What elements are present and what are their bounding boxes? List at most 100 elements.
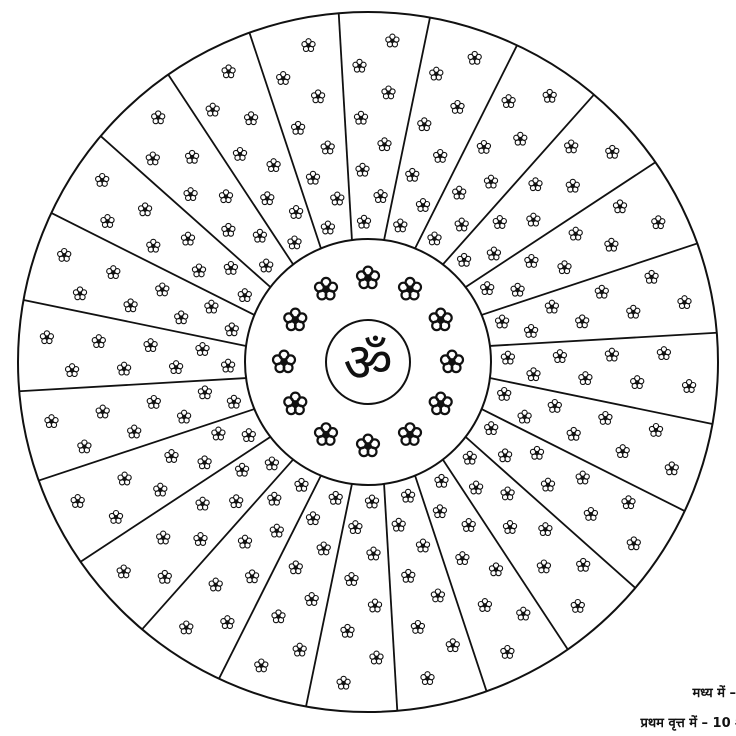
- flower-icon: [511, 283, 524, 296]
- flower-icon: [255, 659, 268, 672]
- caption-center: मध्य में –: [692, 683, 736, 701]
- flower-icon: [261, 192, 274, 205]
- flower-icon: [649, 424, 662, 437]
- flower-icon: [356, 163, 369, 176]
- flower-icon: [367, 547, 380, 560]
- flower-icon: [209, 578, 222, 591]
- flower-icon: [293, 643, 306, 656]
- flower-icon: [92, 335, 105, 348]
- segment-divider: [142, 460, 293, 630]
- flower-icon: [128, 425, 141, 438]
- flower-icon: [267, 159, 280, 172]
- flower-icon: [245, 112, 258, 125]
- flower-icon: [329, 491, 342, 504]
- flower-icon: [194, 533, 207, 546]
- segment-divider: [39, 409, 255, 480]
- flower-icon: [315, 278, 337, 300]
- flower-icon: [418, 118, 431, 131]
- flower-icon: [196, 343, 209, 356]
- flower-icon: [527, 368, 540, 381]
- flower-icon: [458, 253, 471, 266]
- flower-icon: [284, 309, 306, 331]
- flower-icon: [222, 65, 235, 78]
- flower-icon: [246, 570, 259, 583]
- flower-icon: [576, 315, 589, 328]
- flower-icon: [341, 624, 354, 637]
- flower-icon: [382, 86, 395, 99]
- flower-icon: [212, 427, 225, 440]
- flower-icon: [627, 305, 640, 318]
- flower-icon: [180, 621, 193, 634]
- flower-icon: [433, 505, 446, 518]
- flower-icon: [312, 90, 325, 103]
- flower-icon: [462, 519, 475, 532]
- flower-icon: [501, 351, 514, 364]
- flower-icon: [435, 474, 448, 487]
- flower-icon: [530, 446, 543, 459]
- flower-icon: [489, 563, 502, 576]
- flower-icon: [525, 254, 538, 267]
- flower-icon: [292, 121, 305, 134]
- flower-icon: [431, 589, 444, 602]
- flower-icon: [78, 440, 91, 453]
- flower-icon: [468, 51, 481, 64]
- flower-icon: [306, 171, 319, 184]
- flower-icon: [156, 283, 169, 296]
- flower-icon: [567, 427, 580, 440]
- segment-divider: [249, 33, 320, 249]
- flower-icon: [501, 487, 514, 500]
- flower-icon: [579, 372, 592, 385]
- flower-icon: [165, 450, 178, 463]
- flower-icon: [455, 218, 468, 231]
- flower-icon: [268, 492, 281, 505]
- flower-icon: [416, 539, 429, 552]
- flower-icon: [353, 59, 366, 72]
- flower-icon: [221, 616, 234, 629]
- flower-icon: [146, 152, 159, 165]
- flower-icon: [230, 495, 243, 508]
- flower-icon: [683, 380, 696, 393]
- flower-icon: [45, 415, 58, 428]
- flower-icon: [402, 569, 415, 582]
- flower-icon: [394, 219, 407, 232]
- flower-icon: [96, 405, 109, 418]
- flower-icon: [517, 607, 530, 620]
- flower-icon: [576, 471, 589, 484]
- flower-icon: [599, 412, 612, 425]
- flower-icon: [501, 646, 514, 659]
- flower-icon: [236, 463, 249, 476]
- flower-icon: [428, 232, 441, 245]
- flower-icon: [622, 496, 635, 509]
- flower-icon: [566, 179, 579, 192]
- flower-icon: [645, 270, 658, 283]
- flower-icon: [272, 610, 285, 623]
- segment-divider: [415, 45, 517, 248]
- flower-icon: [537, 560, 550, 573]
- flower-icon: [498, 388, 511, 401]
- segment-divider: [384, 484, 397, 711]
- flower-icon: [470, 481, 483, 494]
- flower-icon: [558, 261, 571, 274]
- flower-icon: [481, 282, 494, 295]
- segment-divider: [339, 13, 352, 240]
- flower-icon: [109, 511, 122, 524]
- flower-icon: [238, 289, 251, 302]
- flower-icon: [242, 429, 255, 442]
- flower-icon: [430, 67, 443, 80]
- flower-icon: [545, 300, 558, 313]
- flower-icon: [606, 145, 619, 158]
- flower-icon: [441, 351, 463, 373]
- flower-icon: [317, 542, 330, 555]
- flower-icon: [357, 267, 379, 289]
- flower-icon: [192, 264, 205, 277]
- flower-icon: [222, 359, 235, 372]
- flower-icon: [543, 89, 556, 102]
- flower-icon: [605, 348, 618, 361]
- flower-icon: [198, 386, 211, 399]
- flower-icon: [118, 362, 131, 375]
- flower-icon: [175, 311, 188, 324]
- flower-icon: [402, 489, 415, 502]
- flower-icon: [484, 175, 497, 188]
- flower-icon: [147, 239, 160, 252]
